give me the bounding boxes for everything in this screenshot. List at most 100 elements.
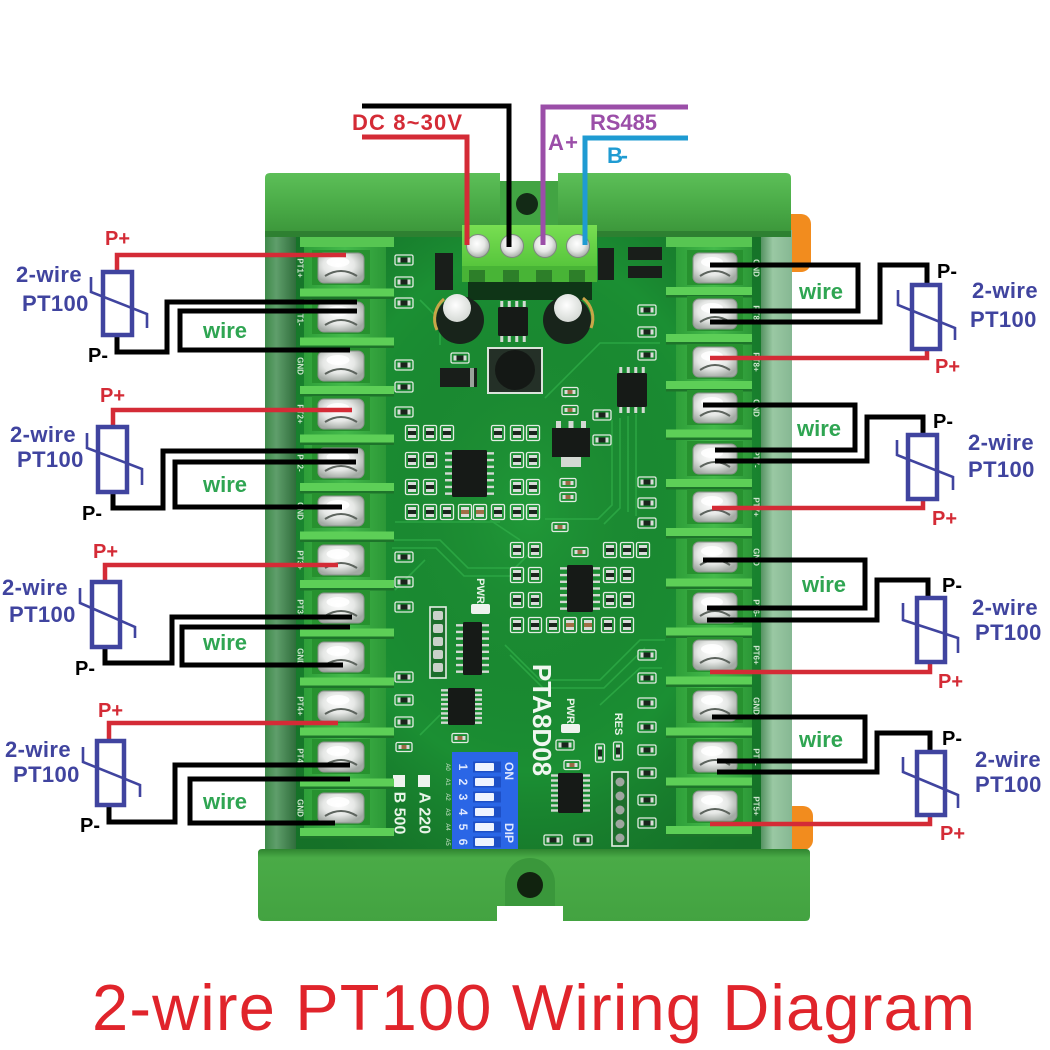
sensor-model-label: PT100 [970, 307, 1037, 332]
integrated-circuits [441, 301, 647, 813]
smd-resistor [619, 591, 635, 609]
smd-pad [426, 428, 434, 431]
screw-highlight [701, 597, 723, 607]
smd-pad [566, 627, 574, 630]
terminal-separator [666, 334, 752, 342]
pcb-trace [489, 519, 521, 541]
ic-pin [507, 336, 511, 342]
smd-pad [426, 489, 434, 492]
dip-position-label: 3 [456, 794, 470, 801]
terminal-separator [300, 386, 394, 394]
smd-pad [605, 437, 609, 443]
smd-pad [513, 455, 521, 458]
ic-pin [441, 702, 448, 706]
smd-pad [606, 552, 614, 555]
terminal-separator [666, 627, 752, 636]
smd-pad [529, 428, 537, 431]
negative-lead-wire [114, 299, 357, 355]
sensor-type-label: 2-wire [5, 737, 71, 762]
smd-outline [619, 566, 635, 584]
ic-pin [583, 809, 590, 812]
smd-pad [408, 455, 416, 458]
smd-pad [616, 754, 620, 758]
smd-pad [529, 435, 537, 438]
smd-pad [650, 520, 654, 526]
smd-resistor [543, 834, 563, 846]
smd-outline [394, 716, 414, 728]
smd-resistor [422, 478, 438, 496]
smd-pad [606, 570, 614, 573]
ic-chip [551, 773, 590, 813]
power-rs485-wiring: DC 8~30V RS485 A+ B- [352, 103, 688, 247]
smd-pad [426, 455, 434, 458]
ic-pin [560, 600, 567, 604]
ic-pin [551, 799, 558, 802]
rtd-resistor-symbol [94, 738, 127, 808]
smd-capacitor [571, 546, 589, 558]
ic-pin [445, 452, 452, 455]
smd-diode [440, 368, 477, 387]
negative-pin-label: P- [80, 815, 100, 837]
ic-pin [441, 689, 448, 692]
smd-pad [513, 482, 521, 485]
screw-highlight [326, 549, 350, 559]
sensor-type-label: 2-wire [975, 747, 1041, 772]
smd-body [529, 507, 537, 517]
header-pin [615, 777, 625, 787]
smd-pad [529, 462, 537, 465]
terminal-separator [666, 528, 752, 536]
ic-pin [593, 594, 600, 597]
smd-pad [408, 514, 416, 517]
smd-outline [404, 451, 420, 469]
ic-pin [456, 657, 463, 660]
smd-pad [531, 552, 539, 555]
smd-resistor [602, 566, 618, 584]
smd-resistor [394, 716, 414, 728]
smd-outline [422, 503, 438, 521]
smd-pad [529, 482, 537, 485]
smd-body [604, 620, 612, 630]
smd-pad [531, 595, 539, 598]
ic-pin [456, 650, 463, 654]
rs485-a-wire [540, 104, 688, 245]
ic-pin [487, 472, 494, 475]
smd-outline [555, 739, 575, 751]
sensor-model-label: PT100 [975, 620, 1042, 645]
smd-resistor [394, 576, 414, 588]
ic-pin [515, 336, 519, 342]
smd-outline [573, 834, 593, 846]
dip-toggle [475, 838, 494, 846]
terminal-separator [300, 778, 394, 787]
smd-resistor [637, 326, 657, 338]
smd-pad [407, 362, 411, 368]
smd-outline [637, 767, 657, 779]
smd-body [576, 837, 590, 843]
smd-pad [582, 550, 586, 554]
smd-outline [594, 743, 606, 763]
ic-pin [560, 580, 567, 583]
ic-pin [626, 407, 630, 413]
terminal-label: PT6+ [752, 645, 761, 665]
negative-pin-label: P- [942, 575, 962, 597]
smd-outline [637, 697, 657, 709]
ic-pin [475, 698, 482, 701]
positive-pin-label: P+ [100, 385, 125, 407]
smd-outline [637, 497, 657, 509]
electrolytic-capacitor-right [543, 294, 595, 344]
screw-highlight [326, 695, 350, 705]
smd-pad [595, 437, 599, 443]
ic-pin [482, 630, 489, 634]
jumper-wire-label: wire [801, 572, 846, 597]
smd-pad [572, 390, 576, 394]
smd-body [606, 545, 614, 555]
smd-pad [494, 428, 502, 431]
dip-position-label: 5 [456, 824, 470, 831]
ic-pin [456, 663, 463, 667]
smd-pad [623, 620, 631, 623]
negative-lead-wire [710, 262, 930, 325]
smd-pad [398, 745, 402, 749]
ic-pin [507, 301, 511, 307]
smd-resistor [555, 739, 575, 751]
smd-outline [509, 591, 525, 609]
smd-body [623, 545, 631, 555]
